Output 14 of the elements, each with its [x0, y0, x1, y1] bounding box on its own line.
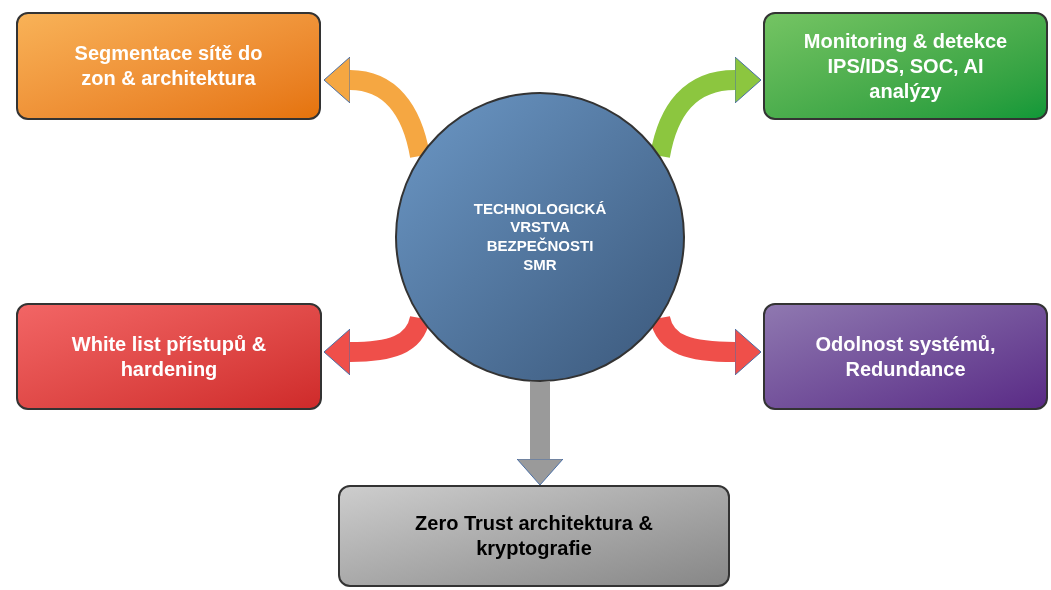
- node-label: TECHNOLOGICKÁ VRSTVA BEZPEČNOSTI SMR: [472, 199, 608, 275]
- node-label: Segmentace sítě do zon & architektura: [73, 41, 264, 91]
- node-label: White list přístupů & hardening: [70, 331, 268, 382]
- process-box: [763, 303, 1048, 410]
- process-box: [16, 12, 321, 120]
- curved-block-arrow: [650, 315, 762, 376]
- process-box: [763, 12, 1048, 120]
- process-box: [16, 303, 322, 410]
- node-label: Zero Trust architektura & kryptografie: [414, 511, 654, 561]
- node-label: Odolnost systémů, Redundance: [814, 331, 997, 382]
- process-box: [338, 485, 730, 587]
- curved-block-arrow: [323, 315, 430, 376]
- node-label: Monitoring & detekce IPS/IDS, SOC, AI analýzy: [802, 28, 1009, 104]
- curved-block-arrow: [516, 382, 564, 486]
